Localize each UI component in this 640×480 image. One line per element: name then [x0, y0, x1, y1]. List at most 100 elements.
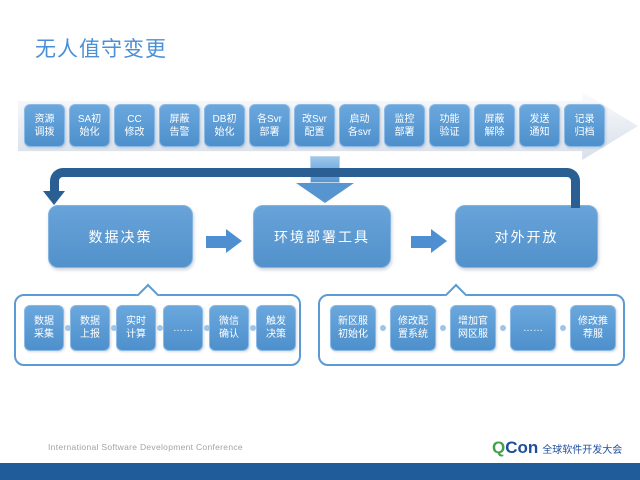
banner-step-7-line1: 改Svr [302, 113, 327, 125]
left-step-4-ellipsis: …… [163, 305, 203, 351]
connector-dot [204, 325, 210, 331]
banner-step-5-line1: DB初 [212, 113, 237, 125]
right-step-5: 修改推荐服 [570, 305, 616, 351]
left-step-2-line1: 数据 [80, 316, 100, 327]
banner-step-13: 记录归档 [564, 104, 605, 147]
right-step-4-ellipsis: …… [510, 305, 556, 351]
right-step-1: 新区服初始化 [330, 305, 376, 351]
banner-step-6-line2: 部署 [259, 126, 280, 138]
conference-name: International Software Development Confe… [48, 442, 243, 452]
right-step-4-line1: …… [523, 322, 543, 334]
banner-step-9: 监控部署 [384, 104, 425, 147]
banner-step-12-line1: 发送 [529, 113, 550, 125]
right-step-3: 增加官网区服 [450, 305, 496, 351]
banner-step-13-line2: 归档 [574, 126, 595, 138]
left-step-5-line2: 确认 [219, 329, 239, 340]
right-step-2-line1: 修改配 [398, 316, 428, 327]
connector-dot [500, 325, 506, 331]
banner-step-8: 启动各svr [339, 104, 380, 147]
right-step-1-line2: 初始化 [338, 329, 368, 340]
right-arrow-2-stem [411, 236, 431, 248]
right-step-3-line1: 增加官 [458, 316, 488, 327]
banner-step-2: SA初始化 [69, 104, 110, 147]
right-arrow-1-icon [226, 229, 242, 253]
banner-step-8-line1: 启动 [349, 113, 370, 125]
left-step-3-line1: 实时 [126, 316, 146, 327]
footer-bar [0, 463, 640, 480]
banner-step-8-line2: 各svr [347, 126, 372, 138]
banner-step-10-line2: 验证 [439, 126, 460, 138]
right-arrow-1-stem [206, 236, 226, 248]
banner-step-1-line1: 资源 [34, 113, 55, 125]
connector-dot [560, 325, 566, 331]
connector-arrowhead-icon [43, 191, 65, 205]
banner-step-13-line1: 记录 [574, 113, 595, 125]
banner-step-5-line2: 始化 [214, 126, 235, 138]
left-step-5: 微信确认 [209, 305, 249, 351]
qcon-logo-tagline: 全球软件开发大会 [542, 445, 623, 456]
left-step-6-line2: 决策 [266, 329, 286, 340]
banner-step-11: 屏蔽解除 [474, 104, 515, 147]
banner-step-5: DB初始化 [204, 104, 245, 147]
left-step-2-line2: 上报 [80, 329, 100, 340]
banner-step-3-line2: 修改 [124, 126, 145, 138]
qcon-logo-q: Q [492, 438, 506, 457]
left-step-3: 实时计算 [116, 305, 156, 351]
left-step-1-line1: 数据 [34, 316, 54, 327]
banner-step-3-line1: CC [127, 113, 142, 125]
left-step-5-line1: 微信 [219, 316, 239, 327]
banner-step-7-line2: 配置 [304, 126, 325, 138]
main-box-env-deploy-tool: 环境部署工具 [253, 205, 391, 268]
banner-step-11-line2: 解除 [484, 126, 505, 138]
down-arrow-icon [296, 183, 354, 203]
banner-step-2-line2: 始化 [79, 126, 100, 138]
left-step-4-line1: …… [173, 322, 193, 334]
connector-dot [65, 325, 71, 331]
banner-step-10-line1: 功能 [439, 113, 460, 125]
connector-dot [380, 325, 386, 331]
connector-dot [111, 325, 117, 331]
main-box-env-deploy-tool-label: 环境部署工具 [274, 228, 370, 245]
main-box-data-decision-label: 数据决策 [88, 228, 153, 245]
left-step-6: 触发决策 [256, 305, 296, 351]
main-box-data-decision: 数据决策 [48, 205, 193, 268]
right-step-2: 修改配置系统 [390, 305, 436, 351]
left-step-6-line1: 触发 [266, 316, 286, 327]
connector-bracket-right-leg [571, 192, 580, 208]
connector-dot [440, 325, 446, 331]
left-step-1-line2: 采集 [34, 329, 54, 340]
connector-dot [157, 325, 163, 331]
banner-step-12: 发送通知 [519, 104, 560, 147]
banner-step-9-line2: 部署 [394, 126, 415, 138]
banner-step-11-line1: 屏蔽 [484, 113, 505, 125]
right-arrow-2-icon [431, 229, 447, 253]
right-step-1-line1: 新区服 [338, 316, 368, 327]
connector-bracket [50, 168, 580, 194]
right-step-5-line2: 荐服 [583, 329, 603, 340]
banner-step-1: 资源调拨 [24, 104, 65, 147]
qcon-logo-con: Con [505, 438, 539, 457]
slide-title: 无人值守变更 [35, 38, 167, 61]
right-step-5-line1: 修改推 [578, 316, 608, 327]
connector-dot [250, 325, 256, 331]
banner-step-9-line1: 监控 [394, 113, 415, 125]
banner-step-10: 功能验证 [429, 104, 470, 147]
banner-step-6-line1: 各Svr [257, 113, 282, 125]
banner-step-1-line2: 调拨 [34, 126, 55, 138]
main-box-open-external-label: 对外开放 [494, 228, 559, 245]
left-step-2: 数据上报 [70, 305, 110, 351]
left-step-1: 数据采集 [24, 305, 64, 351]
left-step-3-line2: 计算 [126, 329, 146, 340]
right-step-2-line2: 置系统 [398, 329, 428, 340]
main-box-open-external: 对外开放 [455, 205, 598, 268]
right-step-3-line2: 网区服 [458, 329, 488, 340]
banner-step-4-line1: 屏蔽 [169, 113, 190, 125]
banner-step-4: 屏蔽告警 [159, 104, 200, 147]
banner-step-12-line2: 通知 [529, 126, 550, 138]
banner-step-4-line2: 告警 [169, 126, 190, 138]
